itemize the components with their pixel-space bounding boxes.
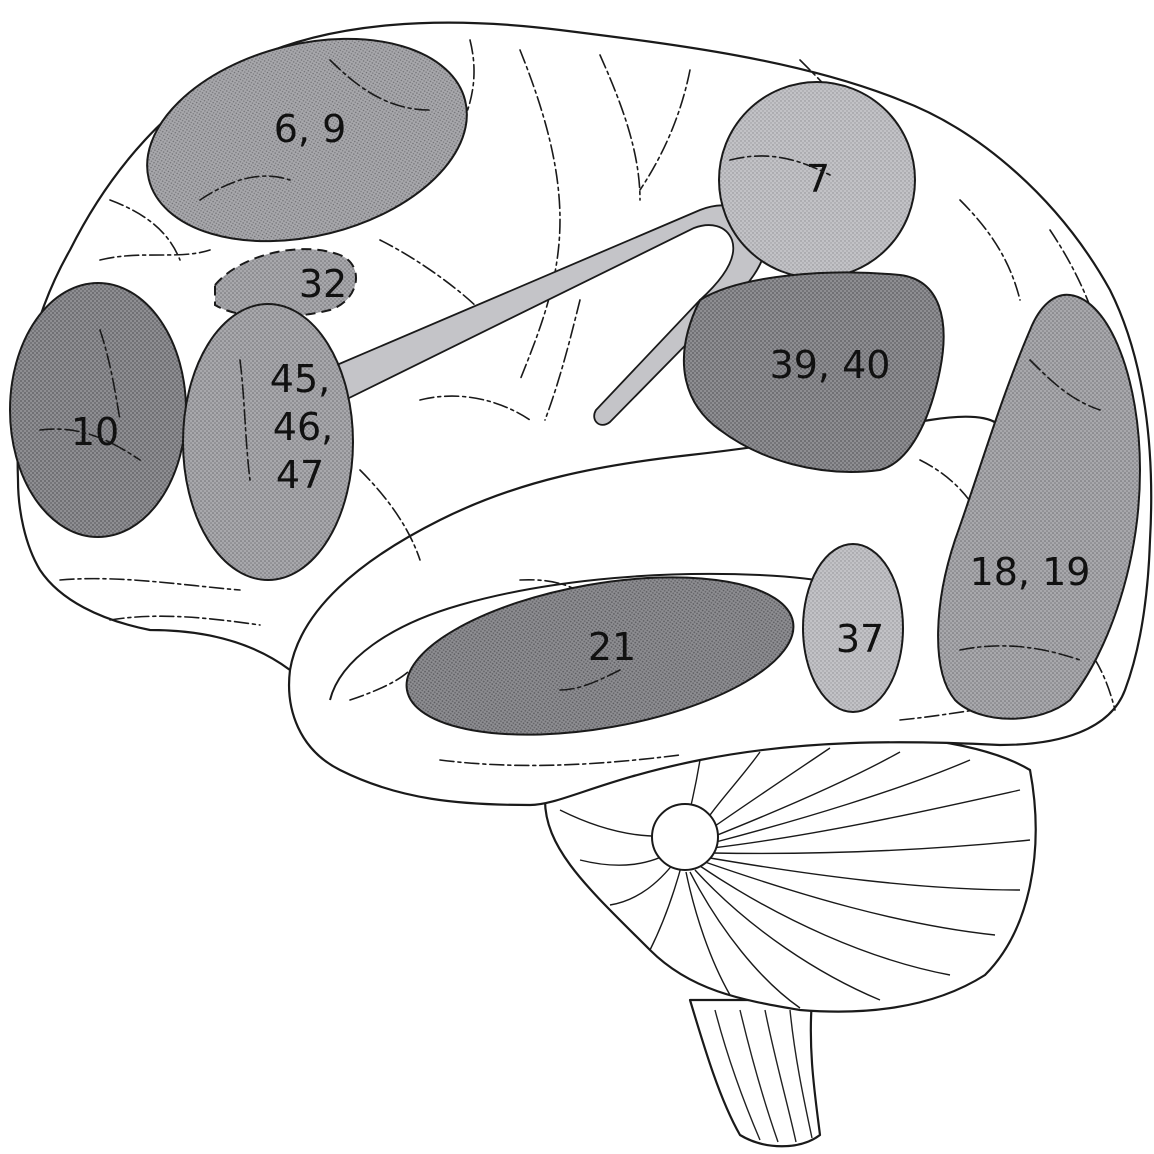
area-18-19-label: 18, 19 (970, 550, 1091, 594)
area-47-label: 47 (276, 453, 324, 497)
area-45-46-47-region: 45, 46, 47 (183, 304, 353, 580)
area-32-label: 32 (299, 262, 347, 306)
area-46-label: 46, (273, 405, 333, 449)
area-21-label: 21 (588, 625, 636, 669)
area-10-region: 10 (10, 283, 186, 537)
cerebellum-peduncle (652, 804, 718, 870)
area-7-region: 7 (719, 82, 915, 278)
area-39-40-label: 39, 40 (770, 343, 891, 387)
area-37-label: 37 (836, 617, 884, 661)
area-6-9-label: 6, 9 (274, 107, 347, 151)
area-37-region: 37 (803, 544, 903, 712)
area-45-label: 45, (270, 357, 330, 401)
brain-stem (690, 1000, 820, 1146)
area-7-label: 7 (806, 157, 830, 201)
